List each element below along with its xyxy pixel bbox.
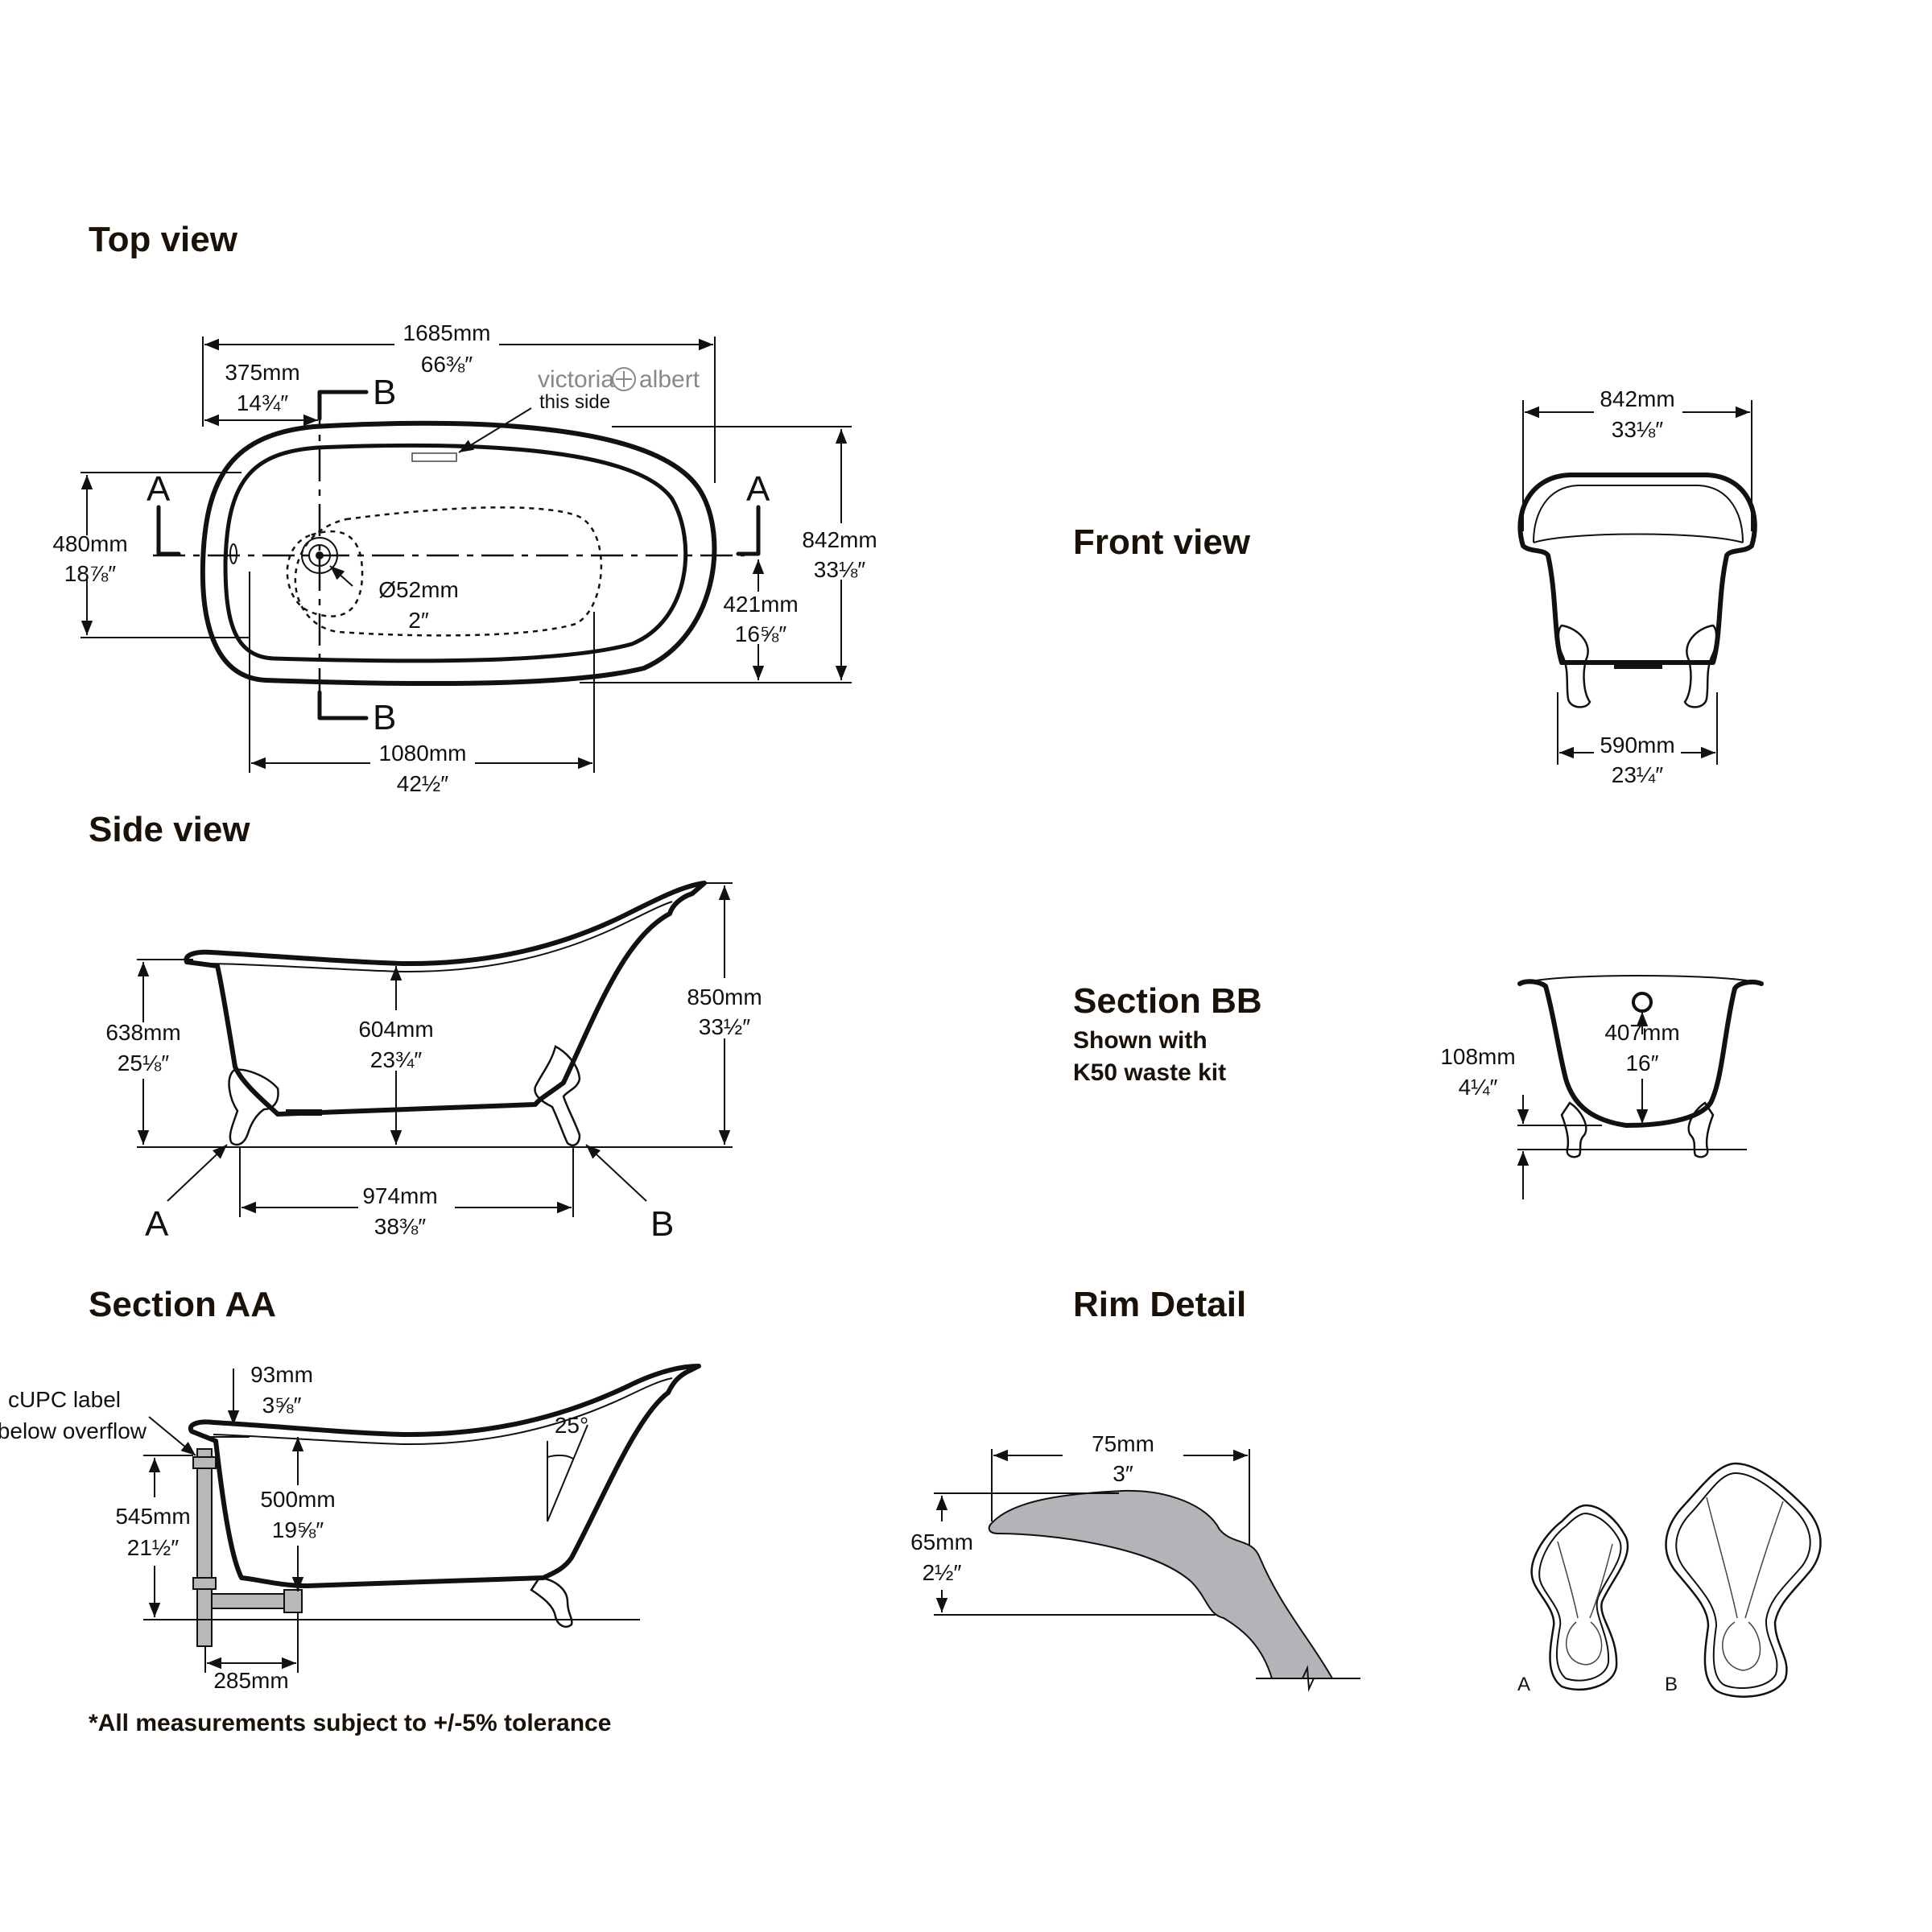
brand-note: this side (539, 391, 610, 413)
label-a-left: A (147, 469, 171, 509)
aa-waste-mm: 285mm (213, 1668, 288, 1693)
dim-width-mm: 842mm (802, 527, 877, 552)
front-view-drawing (1517, 400, 1757, 765)
foot-label-a: A (1517, 1674, 1530, 1695)
rim-width-in: 3″ (1113, 1461, 1133, 1486)
title-section-aa: Section AA (89, 1285, 276, 1324)
title-top-view: Top view (89, 220, 238, 259)
rim-detail-drawing (934, 1449, 1822, 1698)
dim-half-in: 16⅝″ (735, 621, 786, 646)
label-b-top: B (373, 373, 396, 412)
side-high-in: 33½″ (699, 1014, 750, 1039)
tolerance-footnote: *All measurements subject to +/-5% toler… (89, 1710, 611, 1736)
dim-inner-mm: 1080mm (379, 741, 467, 766)
bb-base-in: 4¼″ (1459, 1075, 1498, 1100)
bb-depth-in: 16″ (1625, 1051, 1658, 1075)
dim-offset-mm: 375mm (225, 360, 299, 385)
dim-drain-in: 2″ (408, 608, 429, 633)
title-front-view: Front view (1073, 522, 1251, 562)
bb-base-mm: 108mm (1440, 1044, 1515, 1069)
aa-overflow-in: 21½″ (127, 1535, 179, 1560)
front-width-mm: 842mm (1600, 386, 1674, 411)
title-side-view: Side view (89, 810, 250, 849)
section-bb-note-1: Shown with (1073, 1027, 1208, 1054)
front-feet-mm: 590mm (1600, 733, 1674, 758)
dim-half-mm: 421mm (723, 592, 798, 617)
rim-width-mm: 75mm (1092, 1431, 1154, 1456)
aa-rim-mm: 93mm (250, 1362, 313, 1387)
dim-width-left-in: 18⅞″ (64, 561, 116, 586)
dim-length-in: 66⅜″ (421, 352, 473, 377)
section-aa-drawing (143, 1364, 701, 1673)
dim-width-in: 33⅛″ (814, 557, 865, 582)
dim-length-mm: 1685mm (403, 320, 491, 345)
aa-angle: 25° (555, 1413, 588, 1438)
brand-plus-icon (612, 367, 636, 391)
label-a-right: A (746, 469, 770, 509)
front-width-in: 33⅛″ (1612, 417, 1663, 442)
rim-height-in: 2½″ (923, 1560, 962, 1585)
top-view-drawing (80, 336, 852, 773)
side-label-b: B (650, 1204, 674, 1244)
side-high-mm: 850mm (687, 985, 762, 1009)
side-feet-mm: 974mm (362, 1183, 437, 1208)
front-feet-in: 23¼″ (1612, 762, 1663, 787)
side-rim-in: 25⅛″ (118, 1051, 169, 1075)
title-rim-detail: Rim Detail (1073, 1285, 1246, 1324)
side-feet-in: 38⅜″ (374, 1214, 426, 1239)
side-rim-mm: 638mm (105, 1020, 180, 1045)
foot-label-b: B (1665, 1674, 1678, 1695)
side-view-drawing (137, 881, 733, 1217)
dim-offset-in: 14¾″ (237, 390, 288, 415)
aa-rim-in: 3⅝″ (262, 1393, 302, 1418)
section-bb-drawing (1517, 975, 1764, 1199)
aa-label-2: below overflow (0, 1418, 147, 1443)
bb-depth-mm: 407mm (1604, 1020, 1679, 1045)
label-b-bottom: B (373, 698, 396, 737)
dim-inner-in: 42½″ (397, 771, 448, 796)
side-depth-in: 23¾″ (370, 1047, 422, 1072)
aa-label-1: cUPC label (8, 1387, 121, 1412)
aa-inner-mm: 500mm (260, 1487, 335, 1512)
side-label-a: A (145, 1204, 169, 1244)
aa-inner-in: 19⅝″ (272, 1517, 324, 1542)
rim-height-mm: 65mm (910, 1530, 973, 1554)
section-bb-note-2: K50 waste kit (1073, 1059, 1226, 1086)
brand-victoria: victoria (538, 366, 614, 393)
side-depth-mm: 604mm (358, 1017, 433, 1042)
dim-drain-mm: Ø52mm (378, 577, 459, 602)
title-section-bb: Section BB (1073, 981, 1262, 1021)
brand-albert: albert (639, 366, 700, 393)
dim-width-left-mm: 480mm (52, 531, 127, 556)
aa-overflow-mm: 545mm (115, 1504, 190, 1529)
